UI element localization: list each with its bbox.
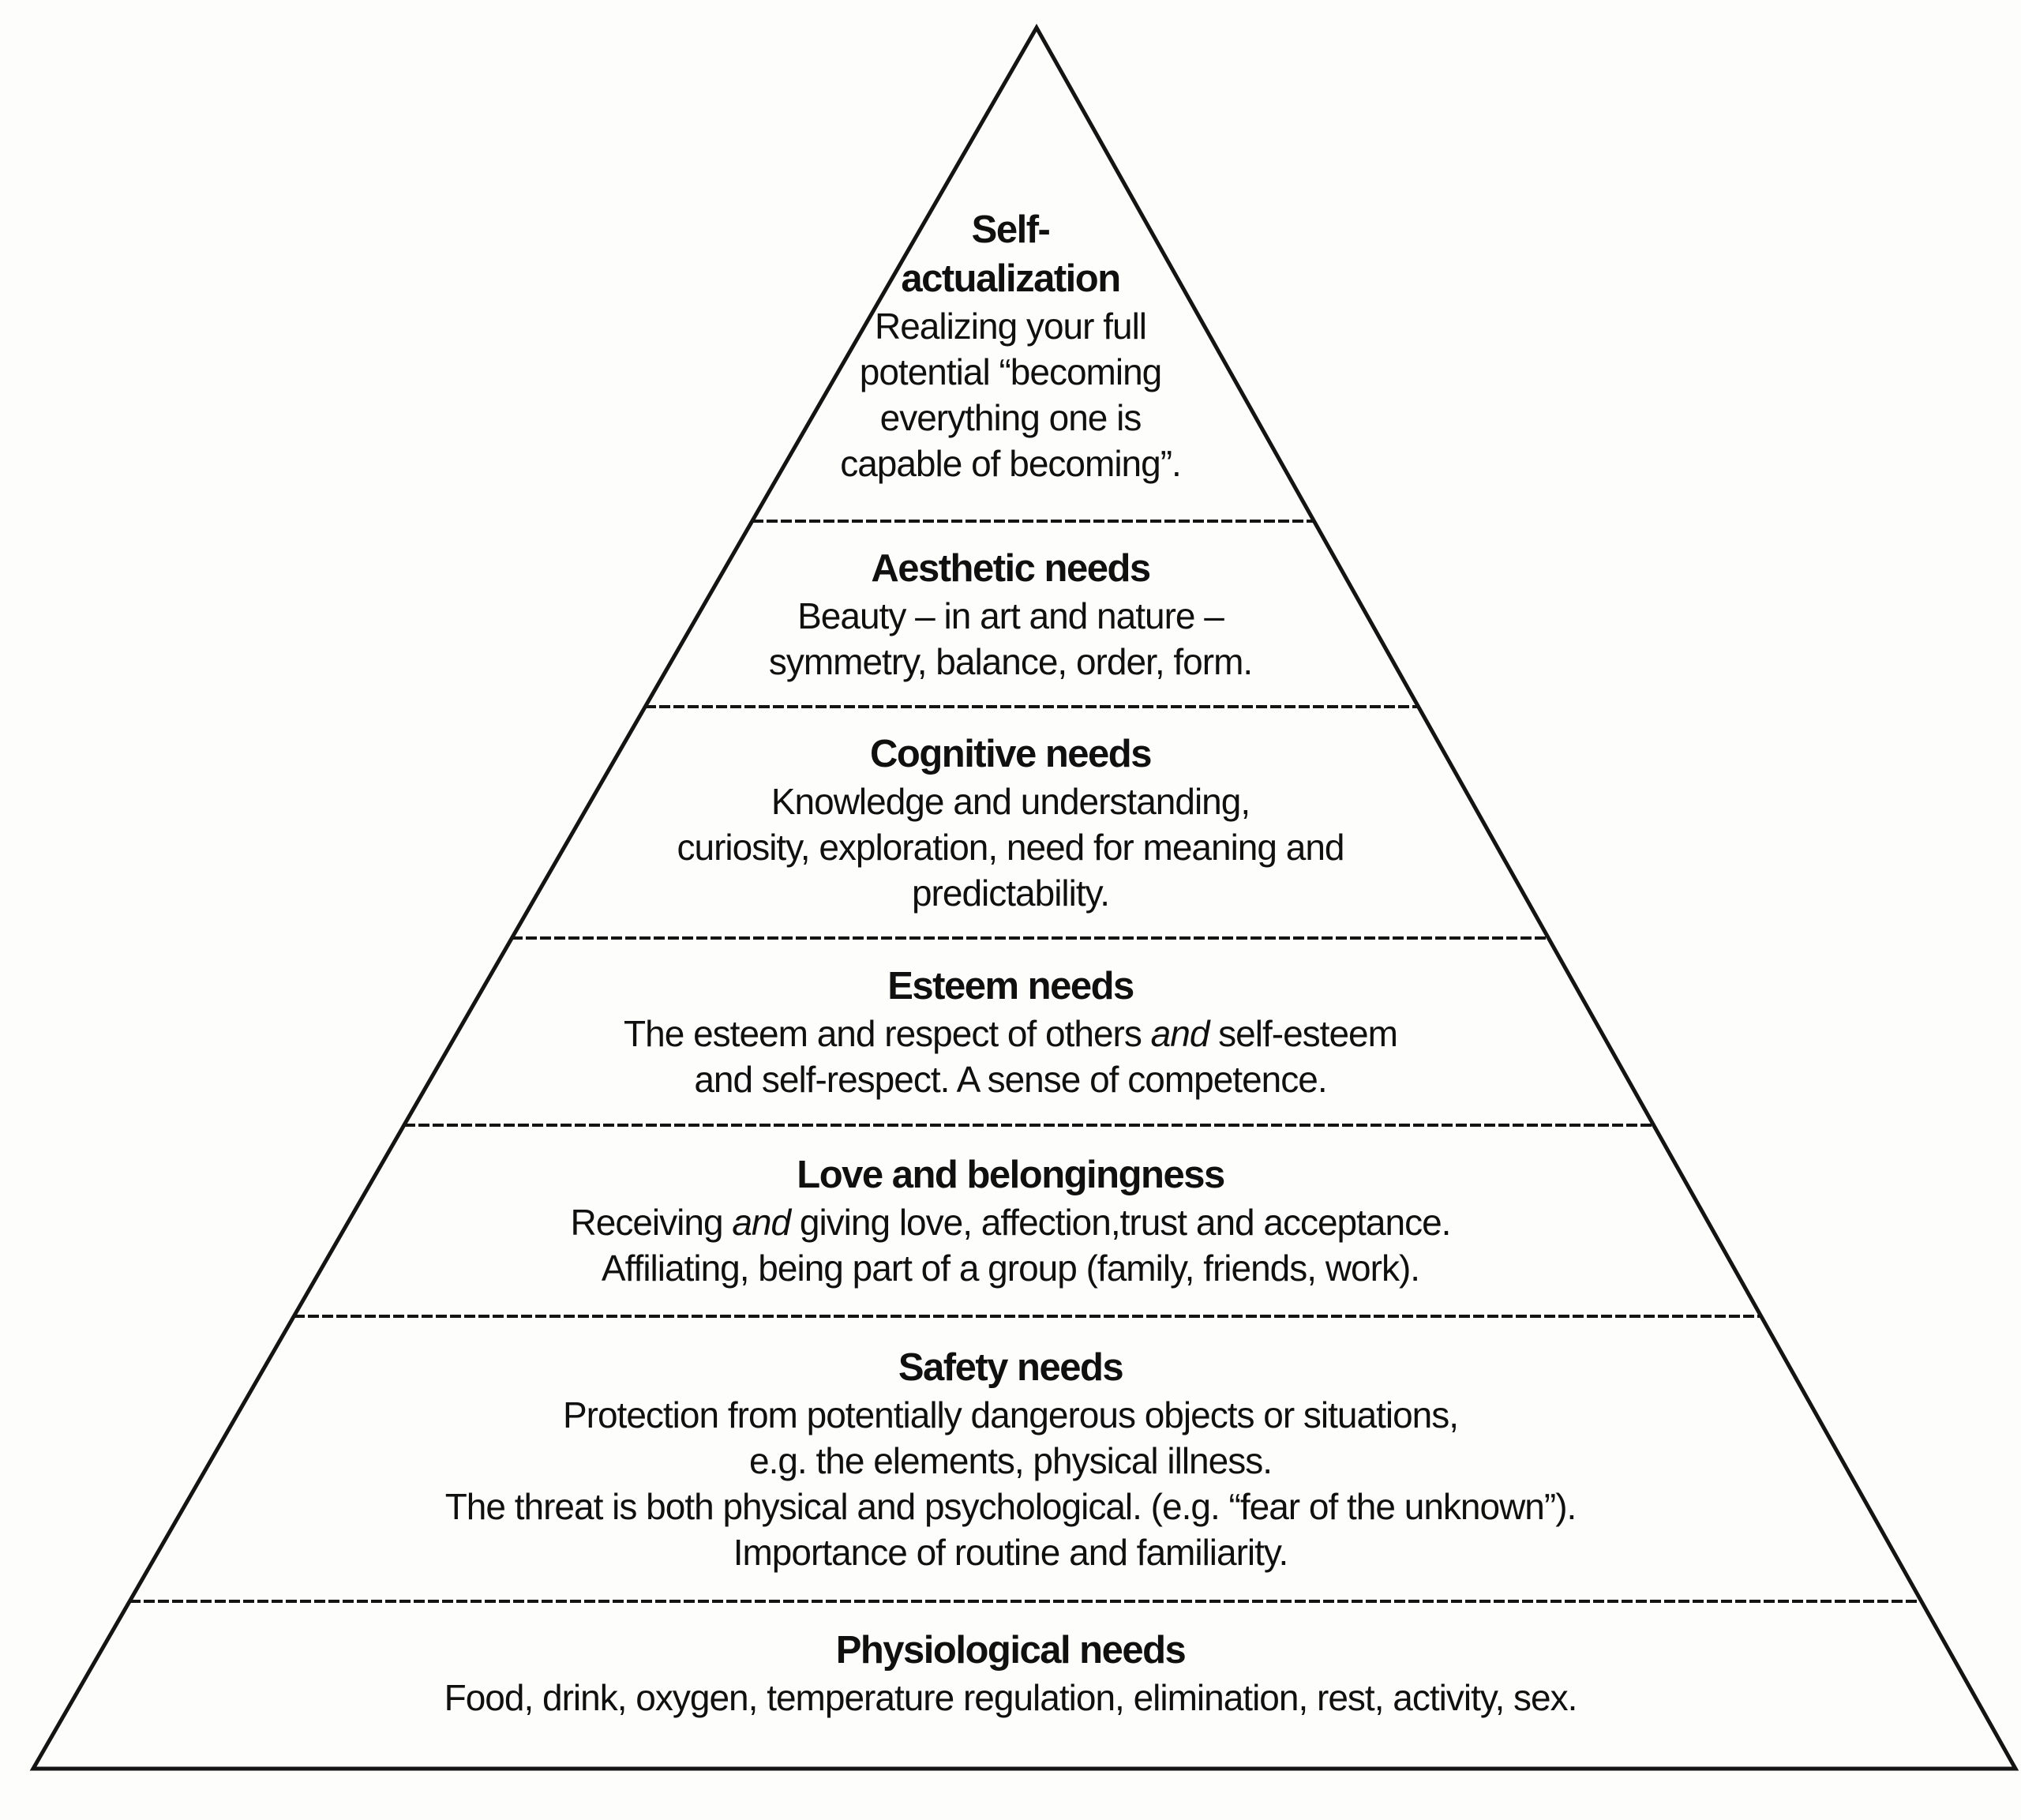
level-title: Safety needs	[898, 1345, 1124, 1389]
level-description: Protection from potentially dangerous ob…	[444, 1394, 1577, 1573]
level-aesthetic-needs: Aesthetic needs Beauty – in art and natu…	[0, 521, 2021, 707]
level-title: Self-actualization	[901, 208, 1121, 300]
level-cognitive-needs: Cognitive needs Knowledge and understand…	[0, 707, 2021, 938]
level-title: Love and belongingness	[797, 1154, 1225, 1196]
level-description: The esteem and respect of others and sel…	[624, 1012, 1398, 1100]
level-description: Food, drink, oxygen, temperature regulat…	[444, 1677, 1578, 1718]
level-safety-needs: Safety needs Protection from potentially…	[0, 1316, 2021, 1601]
level-title: Aesthetic needs	[871, 546, 1151, 590]
level-title: Esteem needs	[887, 964, 1134, 1008]
level-physiological-needs: Physiological needs Food, drink, oxygen,…	[0, 1601, 2021, 1769]
level-description: Receiving and giving love, affection,tru…	[570, 1202, 1452, 1289]
level-title: Cognitive needs	[870, 732, 1152, 775]
level-title: Physiological needs	[835, 1629, 1187, 1672]
level-description: Beauty – in art and nature –symmetry, ba…	[768, 595, 1253, 682]
level-esteem-needs: Esteem needs The esteem and respect of o…	[0, 938, 2021, 1125]
pyramid-outline	[29, 23, 2019, 1771]
level-love-and-belongingness: Love and belongingness Receiving and giv…	[0, 1125, 2021, 1316]
level-description: Knowledge and understanding,curiosity, e…	[677, 780, 1344, 914]
